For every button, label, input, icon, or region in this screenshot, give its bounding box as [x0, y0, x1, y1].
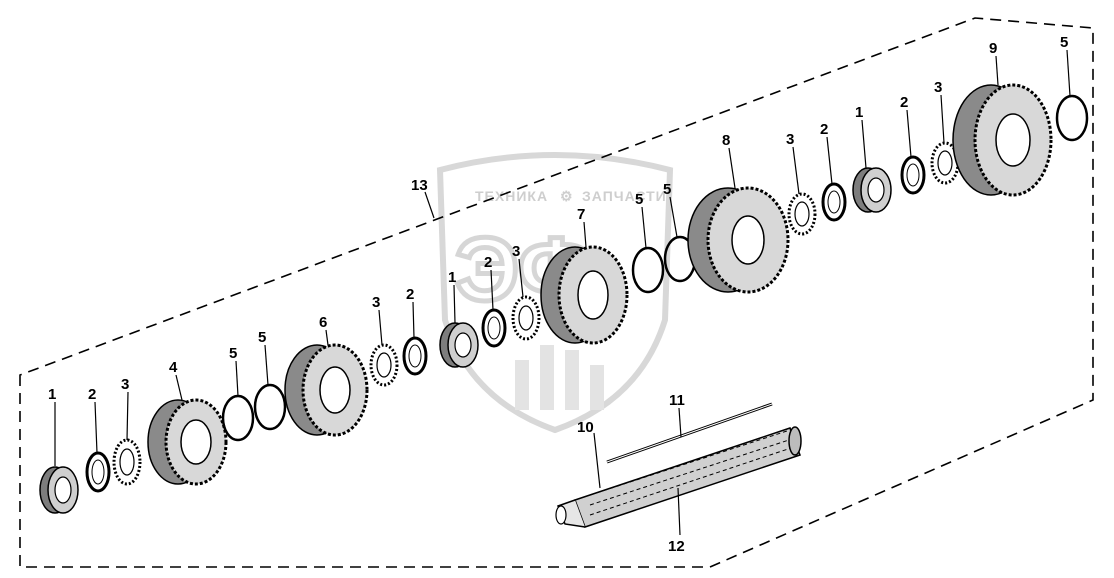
gear-7: [540, 245, 629, 345]
callout-12: 12: [668, 538, 685, 555]
watermark-bar: [515, 360, 529, 410]
callout-3: 3: [121, 376, 129, 393]
watermark-bar: [565, 350, 579, 410]
thrust-washer: [821, 182, 847, 222]
callout-9: 9: [989, 40, 997, 57]
snap-ring: [221, 394, 255, 442]
callout-1: 1: [448, 269, 456, 286]
snap-ring: [631, 246, 665, 294]
callout-5: 5: [663, 181, 671, 198]
callout-10: 10: [577, 419, 594, 436]
pin-highlight: [606, 403, 773, 463]
callout-1: 1: [855, 104, 863, 121]
watermark-bar: [540, 345, 554, 410]
watermark-bar: [590, 365, 604, 410]
thrust-washer: [85, 451, 111, 493]
gear-4: [147, 398, 228, 486]
toothed-washer: [787, 192, 817, 236]
callout-6: 6: [319, 314, 327, 331]
callout-8: 8: [722, 132, 730, 149]
callout-5: 5: [1060, 34, 1068, 51]
thrust-washer: [900, 155, 926, 195]
callout-2: 2: [484, 254, 492, 271]
callout-2: 2: [820, 121, 828, 138]
callout-3: 3: [786, 131, 794, 148]
watermark-text-technika: ТЕХНИКА: [475, 188, 548, 204]
toothed-washer: [112, 438, 142, 486]
callout-5: 5: [635, 191, 643, 208]
toothed-washer: [511, 295, 541, 341]
assembly-boundary: [19, 17, 1094, 568]
callout-2: 2: [406, 286, 414, 303]
callout-13: 13: [411, 177, 428, 194]
callout-3: 3: [512, 243, 520, 260]
callout-3: 3: [934, 79, 942, 96]
callout-3: 3: [372, 294, 380, 311]
roller-bearing: [39, 466, 79, 514]
roller-bearing: [439, 322, 479, 368]
callout-2: 2: [900, 94, 908, 111]
gear-8: [687, 186, 790, 294]
callout-4: 4: [169, 359, 178, 376]
watermark-shield: [436, 152, 674, 434]
callout-1: 1: [48, 386, 56, 403]
watermark-gear-icon: ⚙: [560, 188, 574, 204]
callout-5: 5: [258, 329, 266, 346]
gear-9: [952, 83, 1053, 197]
roller-bearing: [852, 167, 892, 213]
snap-ring: [253, 383, 287, 431]
callout-5: 5: [229, 345, 237, 362]
splined-shaft: [555, 426, 802, 528]
watermark-text-zapchasti: ЗАПЧАСТИ: [582, 188, 667, 204]
leader-lines: [54, 49, 1071, 536]
gear-6: [284, 343, 369, 437]
thrust-washer: [402, 336, 428, 376]
callout-2: 2: [88, 386, 96, 403]
callout-11: 11: [669, 392, 685, 409]
callout-7: 7: [577, 206, 585, 223]
snap-ring: [1055, 94, 1089, 142]
thrust-washer: [481, 308, 507, 348]
toothed-washer: [369, 343, 399, 387]
